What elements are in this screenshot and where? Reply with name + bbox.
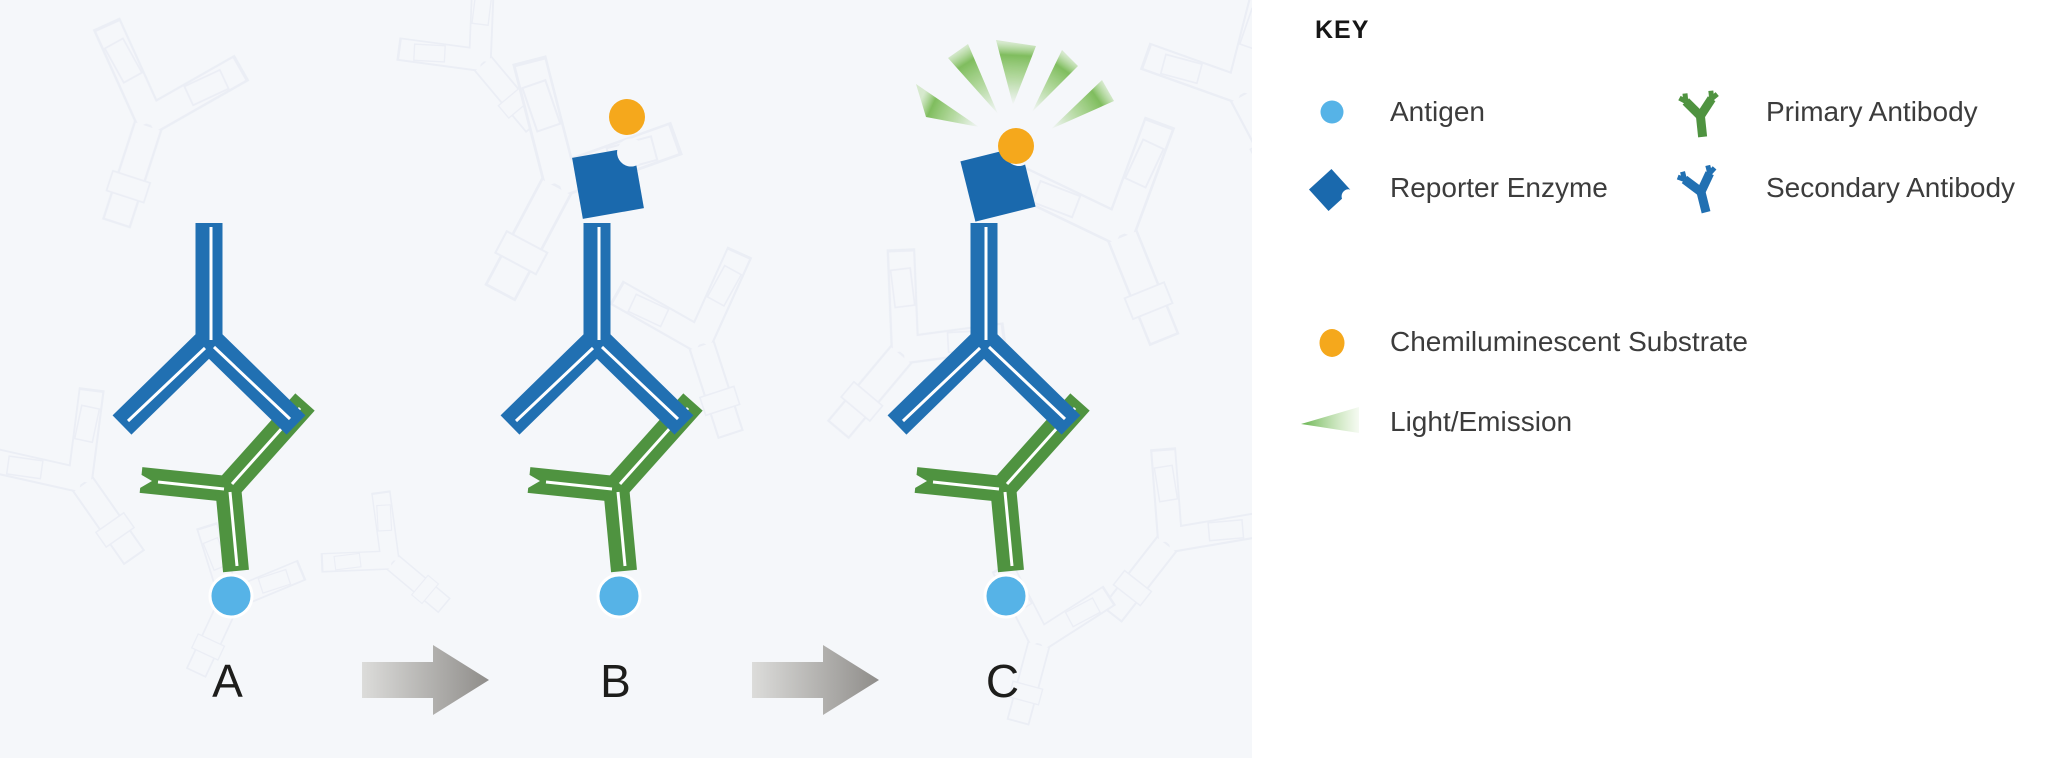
key-item-secondary-antibody-label: Secondary Antibody [1766,172,2016,203]
antigen-circle-icon [1320,100,1344,124]
right-arrow-icon [362,645,489,715]
secondary-antibody-icon [1676,164,1717,214]
primary-antibody-icon [1678,90,1719,138]
reporter-enzyme [572,138,646,219]
stage-label-a: A [212,655,244,707]
key-item-primary-antibody-label: Primary Antibody [1766,96,1978,127]
stage-c-complex [897,40,1114,617]
key-title: KEY [1315,16,1370,44]
light-emission-icon [1301,407,1359,433]
stage-label-b: B [600,655,632,707]
key-panel: KEY Antigen Primary Antibody [1300,0,2048,758]
key-item-antigen-label: Antigen [1390,96,1485,127]
key-item-substrate-label: Chemiluminescent Substrate [1390,326,1748,357]
key-item-light-emission-label: Light/Emission [1390,406,1573,437]
right-arrow-icon [752,645,879,715]
light-emission-burst [916,40,1114,129]
chemiluminescent-substrate [609,99,645,135]
stage-label-c: C [986,655,1020,707]
reporter-enzyme-icon [1308,169,1356,211]
substrate-circle-icon [1319,329,1345,357]
key-item-reporter-enzyme-label: Reporter Enzyme [1390,172,1608,203]
chemiluminescent-substrate [998,128,1034,164]
stage-b-complex [510,99,693,617]
